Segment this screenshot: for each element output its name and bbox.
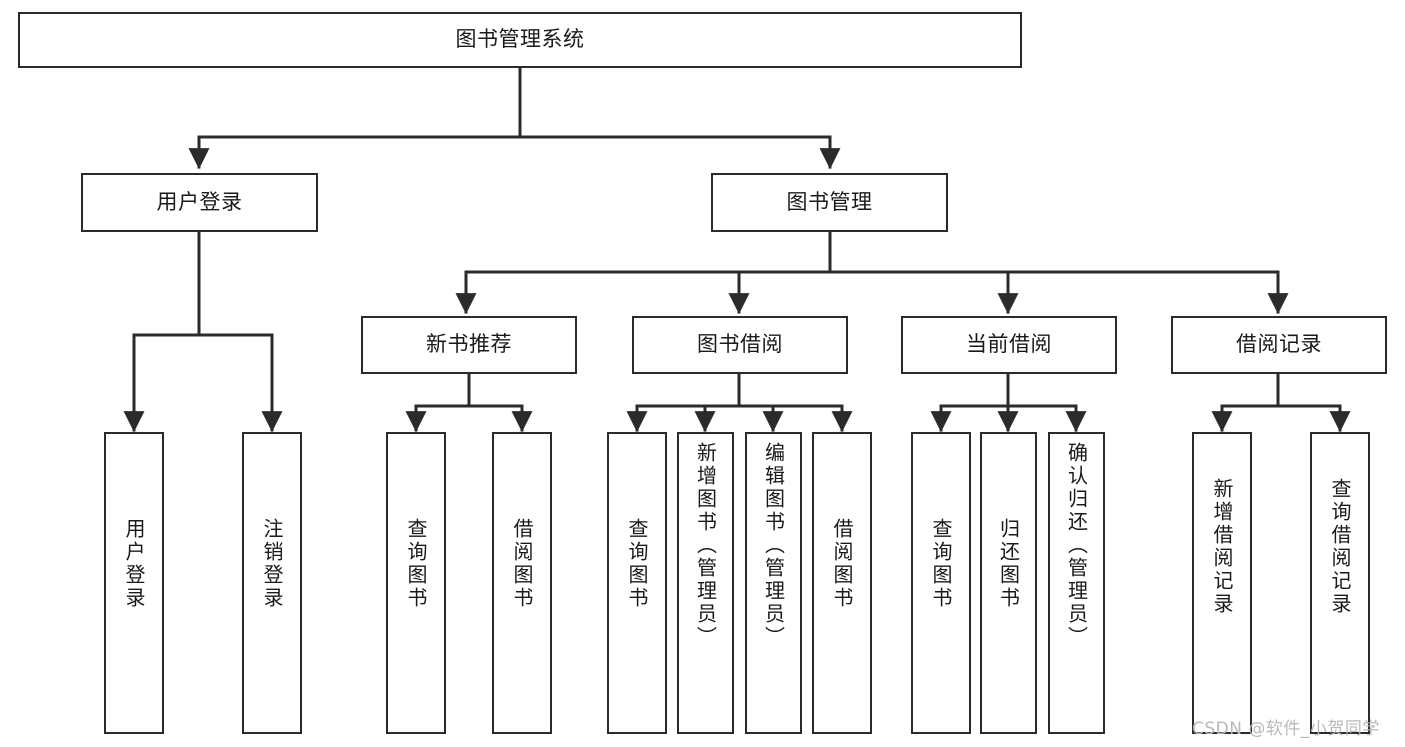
node-leaf-query-book-2-label: 查询图书 <box>625 518 649 610</box>
node-leaf-confirm-return[interactable]: 确认归还（管理员） <box>1048 432 1105 734</box>
node-leaf-query-book-1-label: 查询图书 <box>404 518 428 610</box>
csdn-watermark-text: CSDN @软件_小贺同学 <box>1192 719 1380 739</box>
node-leaf-user-login-label: 用户登录 <box>122 518 146 610</box>
node-leaf-edit-book-label: 编辑图书（管理员） <box>761 442 786 649</box>
node-leaf-query-book-3[interactable]: 查询图书 <box>911 432 971 734</box>
node-borrow-record-label: 借阅记录 <box>1236 332 1322 357</box>
node-new-book-rec[interactable]: 新书推荐 <box>361 316 577 374</box>
node-current-borrow[interactable]: 当前借阅 <box>901 316 1117 374</box>
csdn-watermark: CSDN @软件_小贺同学 <box>1192 714 1380 739</box>
node-leaf-borrow-book-1-label: 借阅图书 <box>510 518 534 610</box>
node-leaf-borrow-book-2-label: 借阅图书 <box>830 518 854 610</box>
node-new-book-rec-label: 新书推荐 <box>426 332 512 357</box>
node-current-borrow-label: 当前借阅 <box>966 332 1052 357</box>
node-user-login-label: 用户登录 <box>156 189 243 214</box>
node-leaf-confirm-return-label: 确认归还（管理员） <box>1064 442 1089 649</box>
node-user-login[interactable]: 用户登录 <box>81 173 318 232</box>
node-book-borrow-label: 图书借阅 <box>697 332 783 357</box>
node-leaf-logout[interactable]: 注销登录 <box>242 432 302 734</box>
node-leaf-add-book-label: 新增图书（管理员） <box>693 442 718 649</box>
node-leaf-return-book-label: 归还图书 <box>996 518 1021 610</box>
node-borrow-record[interactable]: 借阅记录 <box>1171 316 1387 374</box>
node-leaf-add-book[interactable]: 新增图书（管理员） <box>677 432 734 734</box>
node-leaf-query-record-label: 查询借阅记录 <box>1328 478 1352 616</box>
node-book-manage[interactable]: 图书管理 <box>711 173 948 232</box>
node-root[interactable]: 图书管理系统 <box>18 12 1022 68</box>
node-leaf-user-login[interactable]: 用户登录 <box>104 432 164 734</box>
node-root-label: 图书管理系统 <box>455 27 585 52</box>
node-leaf-return-book[interactable]: 归还图书 <box>980 432 1037 734</box>
node-leaf-add-record-label: 新增借阅记录 <box>1210 478 1234 616</box>
node-leaf-borrow-book-2[interactable]: 借阅图书 <box>812 432 872 734</box>
node-leaf-query-book-1[interactable]: 查询图书 <box>386 432 446 734</box>
node-leaf-query-book-3-label: 查询图书 <box>929 518 953 610</box>
node-leaf-logout-label: 注销登录 <box>260 518 284 610</box>
node-leaf-query-book-2[interactable]: 查询图书 <box>607 432 667 734</box>
node-leaf-borrow-book-1[interactable]: 借阅图书 <box>492 432 552 734</box>
node-leaf-edit-book[interactable]: 编辑图书（管理员） <box>745 432 802 734</box>
node-book-manage-label: 图书管理 <box>786 189 873 214</box>
node-book-borrow[interactable]: 图书借阅 <box>632 316 848 374</box>
node-leaf-query-record[interactable]: 查询借阅记录 <box>1310 432 1370 734</box>
node-leaf-add-record[interactable]: 新增借阅记录 <box>1192 432 1252 734</box>
